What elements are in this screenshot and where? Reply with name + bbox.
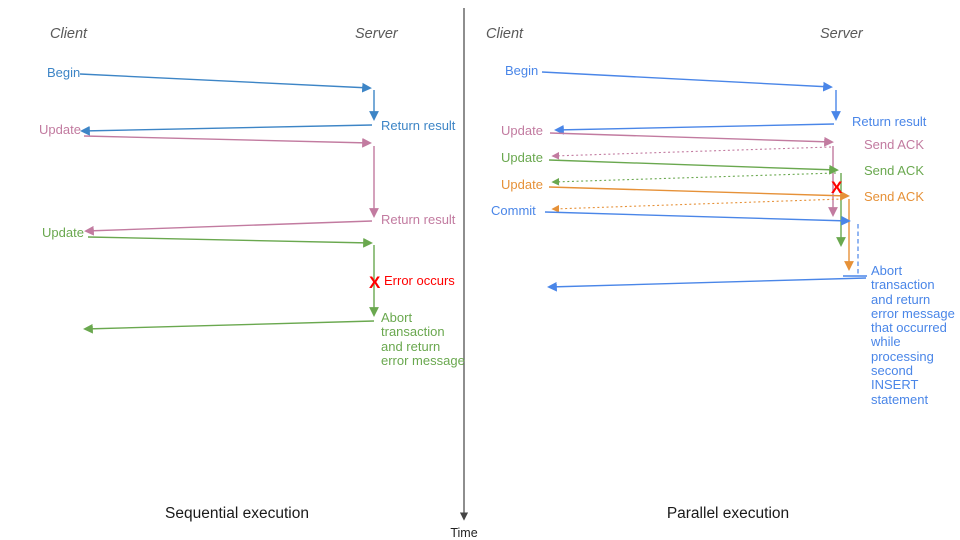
left-return-result-1-arrow (80, 124, 373, 136)
left-error-x-icon: X (369, 273, 381, 292)
right-client-header: Client (486, 26, 524, 42)
left-error-label: Error occurs (384, 273, 455, 288)
right-update-3-arrow (548, 186, 850, 201)
left-begin-arrow (79, 73, 372, 93)
left-server-header: Server (355, 26, 399, 42)
right-send-ack-2-arrow (551, 172, 837, 186)
right-send-ack-1-arrow (551, 146, 832, 160)
left-return-result-2-arrow (84, 220, 373, 236)
left-abort-message: Abort transaction and return error messa… (381, 310, 465, 368)
right-update-1-label: Update (501, 123, 543, 138)
left-panel-title: Sequential execution (165, 505, 309, 522)
right-commit-label: Commit (491, 203, 536, 218)
right-server-header: Server (820, 26, 864, 42)
right-error-x-icon: X (831, 178, 843, 197)
left-update-1-label: Update (39, 122, 81, 137)
left-abort-arrow (83, 320, 375, 334)
right-panel-title: Parallel execution (667, 505, 789, 522)
left-update-2-arrow (87, 236, 373, 248)
right-send-ack-3-label: Send ACK (864, 189, 924, 204)
left-update-2-label: Update (42, 225, 84, 240)
right-update-2-label: Update (501, 150, 543, 165)
right-send-ack-1-label: Send ACK (864, 137, 924, 152)
left-client-header: Client (50, 26, 88, 42)
right-send-ack-3-arrow (551, 198, 844, 213)
right-return-result-label: Return result (852, 114, 927, 129)
left-update-1-arrow (83, 135, 372, 148)
left-return-result-1-label: Return result (381, 118, 456, 133)
left-return-result-2-label: Return result (381, 212, 456, 227)
right-begin-arrow (541, 71, 833, 92)
time-axis-label: Time (450, 526, 477, 540)
right-abort-message: Abort transaction and return error messa… (871, 263, 955, 407)
right-abort-arrow (547, 277, 867, 292)
left-begin-label: Begin (47, 65, 80, 80)
right-commit-arrow (544, 211, 851, 226)
right-begin-label: Begin (505, 63, 538, 78)
right-send-ack-2-label: Send ACK (864, 163, 924, 178)
right-update-3-label: Update (501, 177, 543, 192)
right-return-result-arrow (554, 123, 835, 135)
right-update-2-arrow (548, 159, 839, 175)
right-update-1-arrow (549, 132, 834, 147)
